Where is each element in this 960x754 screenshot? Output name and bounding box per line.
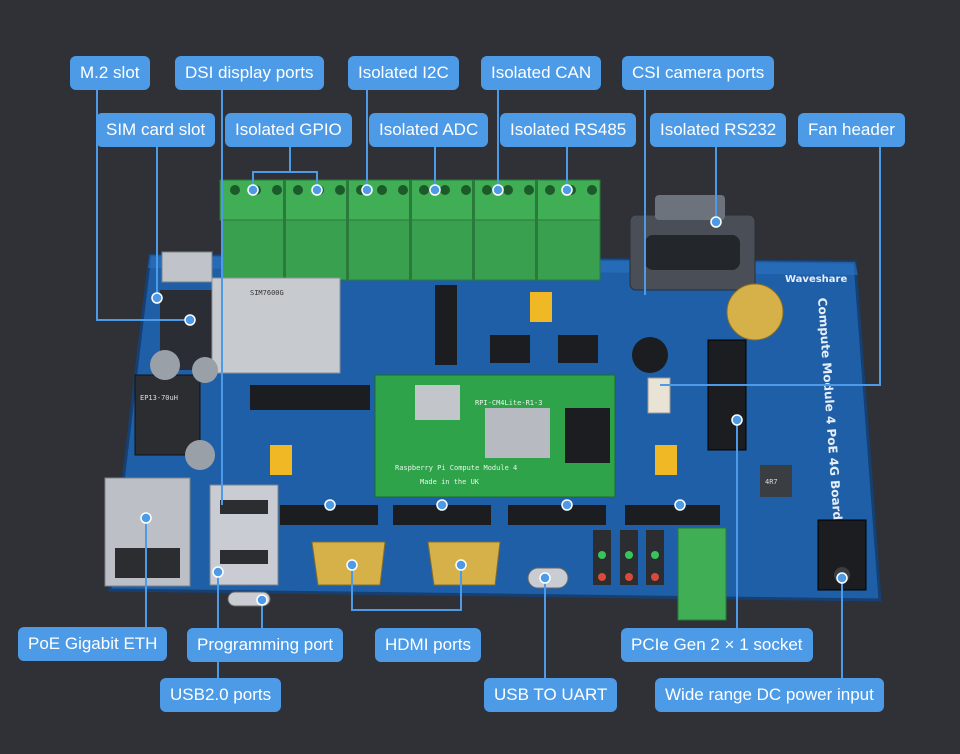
pcie-socket <box>707 339 747 451</box>
label-isolated-rs485: Isolated RS485 <box>500 113 637 147</box>
label-isolated-rs232: Isolated RS232 <box>650 113 787 147</box>
label-isolated-adc: Isolated ADC <box>369 113 489 147</box>
label-fan-header: Fan header <box>798 113 905 147</box>
label-sim-card-slot: SIM card slot <box>96 113 216 147</box>
sim7600g-module <box>211 277 341 374</box>
dsi-connector-1 <box>280 505 378 525</box>
modem-text: SIM7600G <box>250 289 284 297</box>
cm4-text: Raspberry Pi Compute Module 4 <box>395 464 517 472</box>
jumper-1 <box>270 445 292 475</box>
label-csi-camera-ports: CSI camera ports <box>622 56 775 90</box>
label-dc-power-input: Wide range DC power input <box>655 678 884 712</box>
label-dsi-display-ports: DSI display ports <box>175 56 324 90</box>
label-usb2-ports: USB2.0 ports <box>160 678 282 712</box>
label-hdmi-ports: HDMI ports <box>375 628 481 662</box>
leader-dots <box>140 184 848 606</box>
power-terminal <box>677 527 727 621</box>
label-isolated-can: Isolated CAN <box>481 56 602 90</box>
choke-text: 4R7 <box>765 478 778 486</box>
label-isolated-i2c: Isolated I2C <box>348 56 459 90</box>
label-poe-gigabit-eth: PoE Gigabit ETH <box>18 627 168 661</box>
buzzer <box>632 337 668 373</box>
fan-connector <box>647 377 671 414</box>
csi-connector-2 <box>625 505 720 525</box>
brand-text: Waveshare <box>785 274 847 285</box>
sim-slot <box>161 251 213 283</box>
cm4-origin-text: Made in the UK <box>420 478 480 486</box>
cm4-part-text: RPI-CM4Lite-R1-3 <box>475 399 542 407</box>
jumper-3 <box>655 445 677 475</box>
csi-connector-1 <box>508 505 606 525</box>
label-isolated-gpio: Isolated GPIO <box>225 113 352 147</box>
label-m2-slot: M.2 slot <box>70 56 150 90</box>
label-pcie-socket: PCIe Gen 2 × 1 socket <box>621 628 813 662</box>
rtc-battery <box>726 283 784 341</box>
choke <box>760 465 792 497</box>
inductor-text: EP13-70uH <box>140 394 178 402</box>
db9-connector <box>629 195 756 291</box>
status-leds <box>593 530 664 585</box>
terminal-block <box>219 179 601 281</box>
dsi-connector-2 <box>393 505 491 525</box>
label-programming-port: Programming port <box>187 628 344 662</box>
jumper-2 <box>530 292 552 322</box>
leader-lines <box>96 90 881 678</box>
label-usb-to-uart: USB TO UART <box>484 678 618 712</box>
